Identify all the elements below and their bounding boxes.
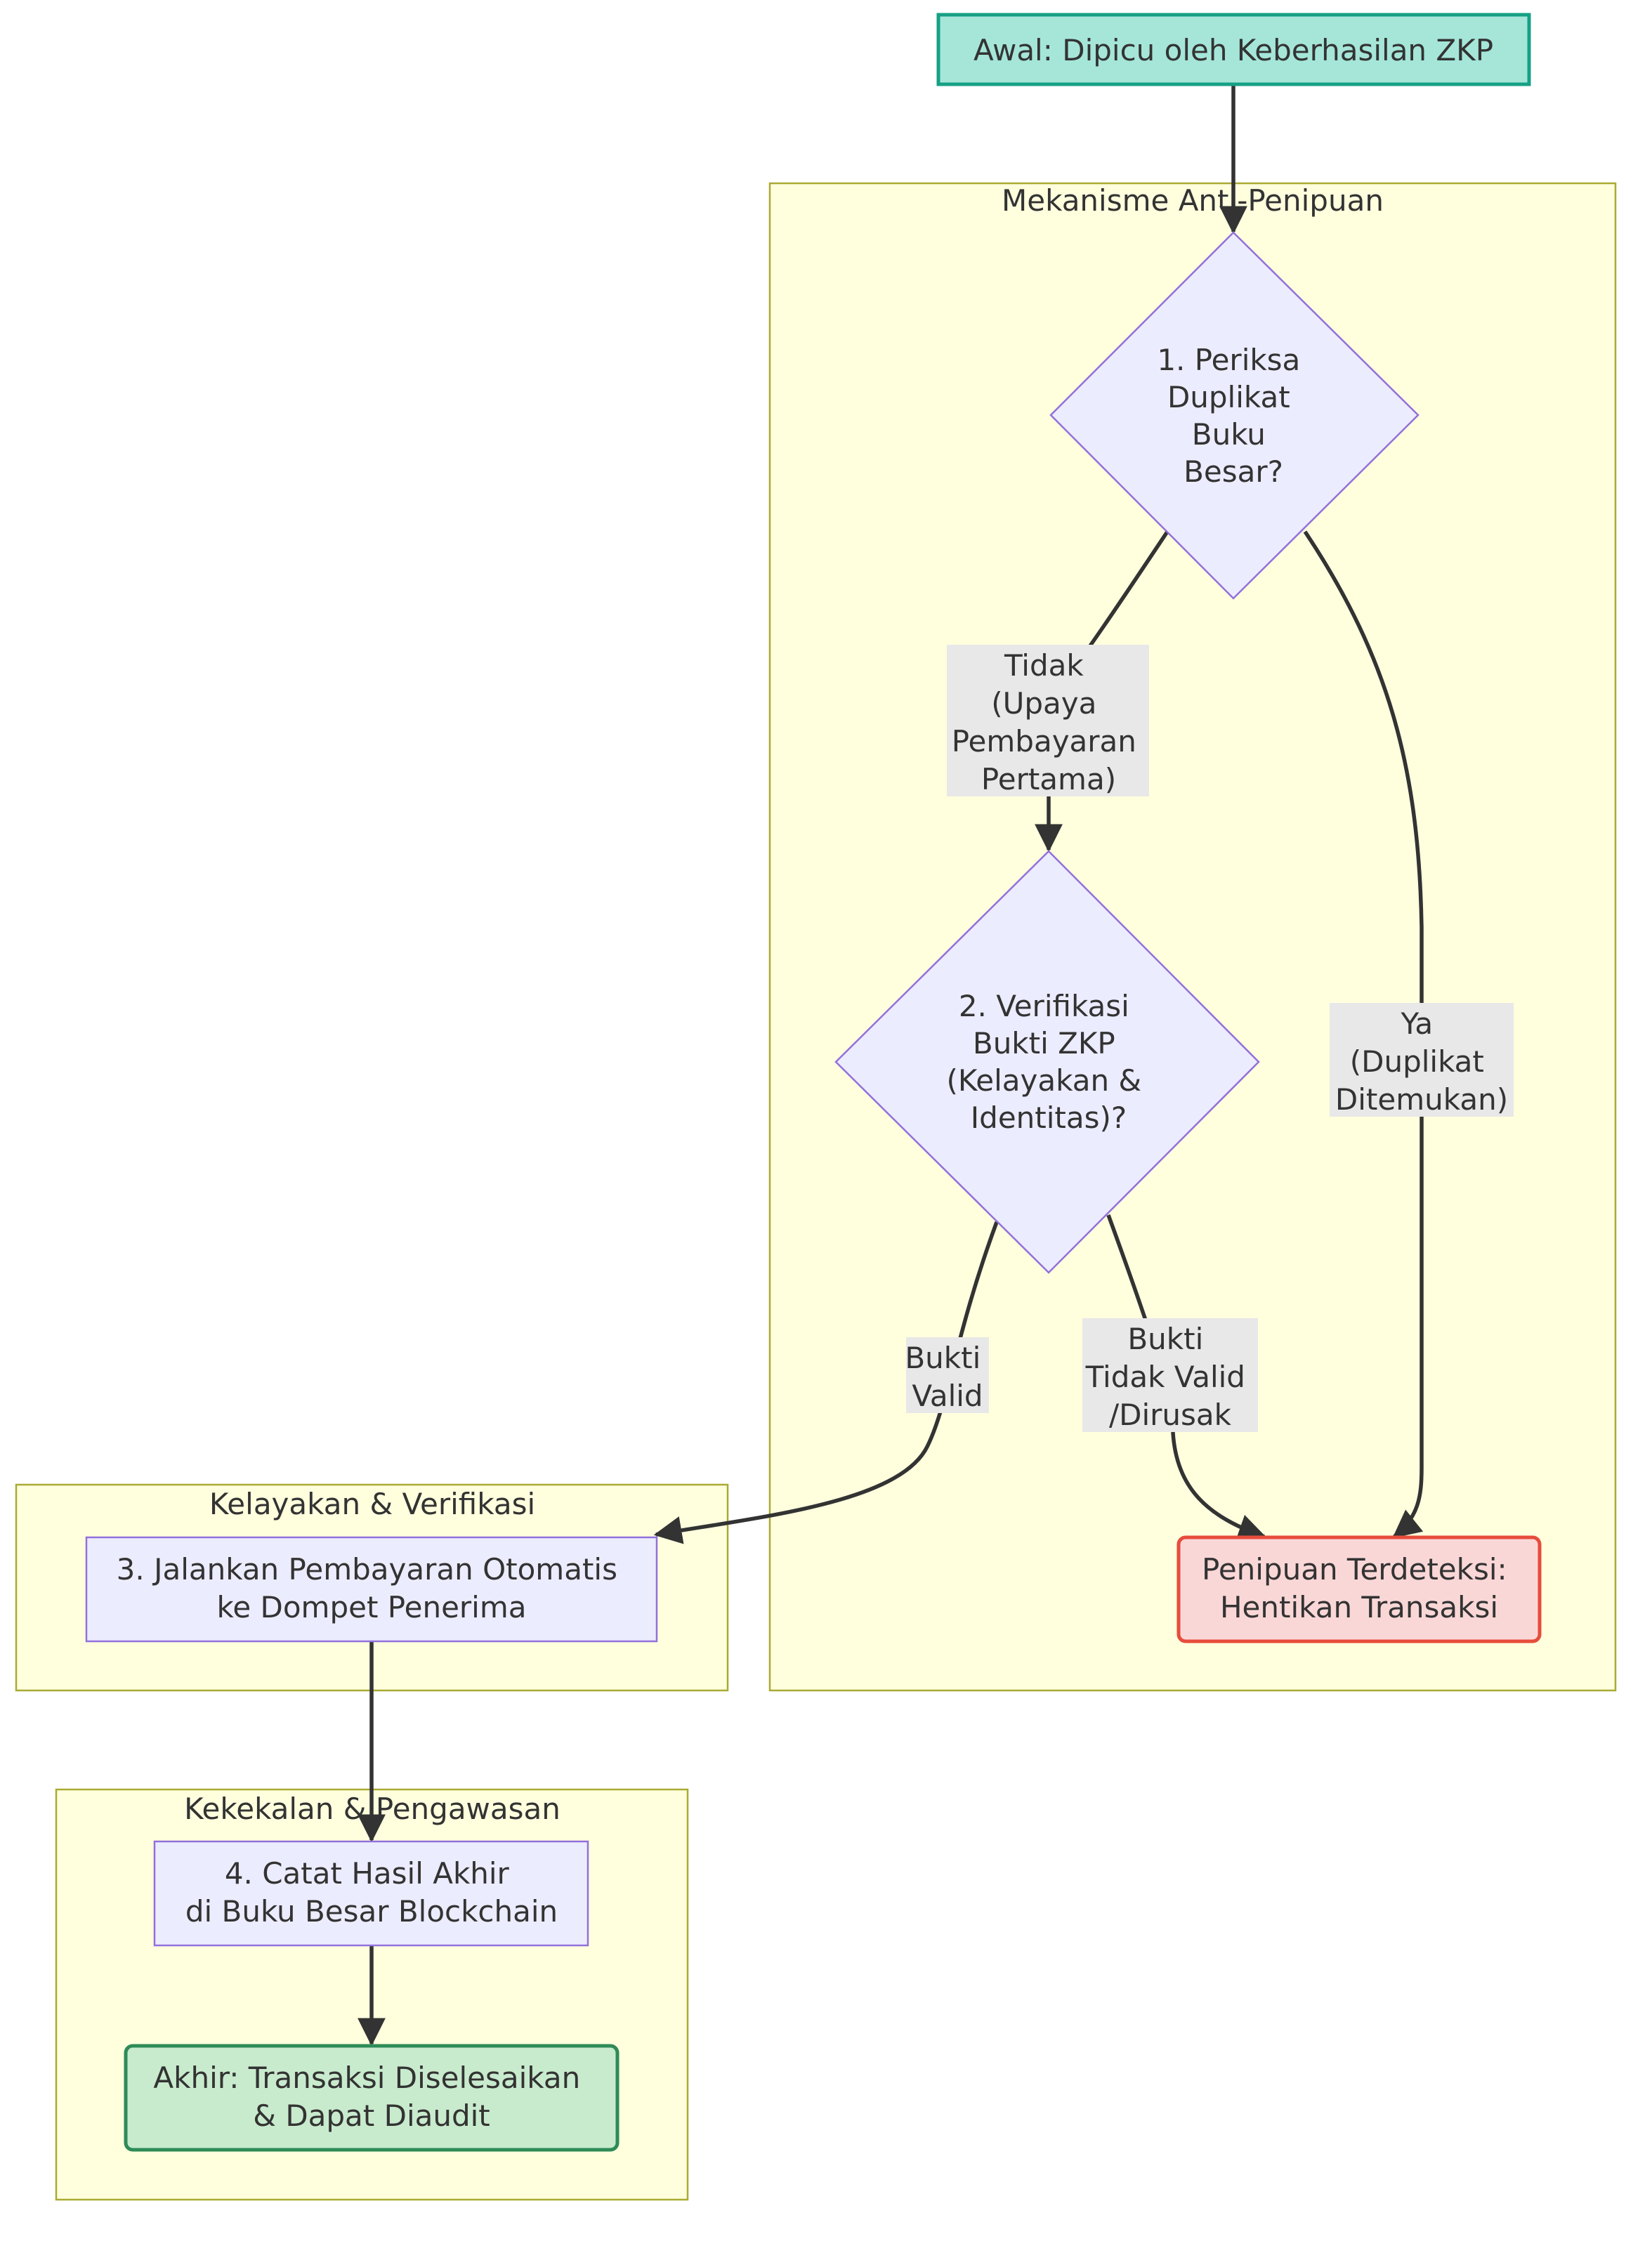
node-start-text: Awal: Dipicu oleh Keberhasilan ZKP (973, 33, 1493, 67)
cluster-eligibility-title: Kelayakan & Verifikasi (209, 1487, 535, 1521)
node-end: Akhir: Transaksi Diselesaikan & Dapat Di… (124, 2044, 620, 2152)
decision-check-duplicate: 1. Periksa Duplikat Buku Besar? (1049, 231, 1420, 600)
node-record-ledger-text: 4. Catat Hasil Akhir di Buku Besar Block… (185, 1856, 558, 1929)
edge-label-proof-valid: Bukti Valid (905, 1337, 990, 1413)
node-fraud-detected-text: Penipuan Terdeteksi: Hentikan Transaksi (1202, 1552, 1516, 1624)
svg-text:Bukti Valid: Bukti Valid (905, 1341, 990, 1413)
edge-label-no-first-attempt: Tidak (Upaya Pembayaran Pertama) (947, 645, 1149, 796)
node-execute-payment-text: 3. Jalankan Pembayaran Otomatis ke Dompe… (117, 1552, 627, 1624)
svg-text:Tidak (Upaya Pemba: Tidak (Upaya Pembayaran Pertama) (952, 648, 1146, 796)
node-fraud-detected: Penipuan Terdeteksi: Hentikan Transaksi (1176, 1535, 1542, 1643)
edge-label-proof-invalid: Bukti Tidak Valid /Dirusak (1082, 1318, 1258, 1432)
cluster-anti-fraud-title: Mekanisme Anti-Penipuan (1002, 183, 1384, 218)
edge-check-to-fraud (1303, 530, 1424, 1539)
decision-verify-zkp-text: 2. Verifikasi Bukti ZKP (Kelayakan & Ide… (946, 989, 1150, 1135)
svg-text:Bukti Tidak Valid: Bukti Tidak Valid /Dirusak (1085, 1322, 1255, 1432)
edge-verify-to-payment (653, 1221, 999, 1544)
svg-text:Ya (Duplikat Ditem: Ya (Duplikat Ditemukan) (1335, 1006, 1508, 1117)
decision-verify-zkp: 2. Verifikasi Bukti ZKP (Kelayakan & Ide… (834, 850, 1260, 1274)
node-execute-payment: 3. Jalankan Pembayaran Otomatis ke Dompe… (85, 1536, 658, 1643)
node-end-text: Akhir: Transaksi Diselesaikan & Dapat Di… (153, 2061, 589, 2133)
node-record-ledger: 4. Catat Hasil Akhir di Buku Besar Block… (153, 1840, 589, 1947)
decision-check-duplicate-text: 1. Periksa Duplikat Buku Besar? (1157, 343, 1309, 489)
node-start: Awal: Dipicu oleh Keberhasilan ZKP (936, 13, 1531, 86)
edge-label-yes-duplicate: Ya (Duplikat Ditemukan) (1330, 1003, 1514, 1117)
